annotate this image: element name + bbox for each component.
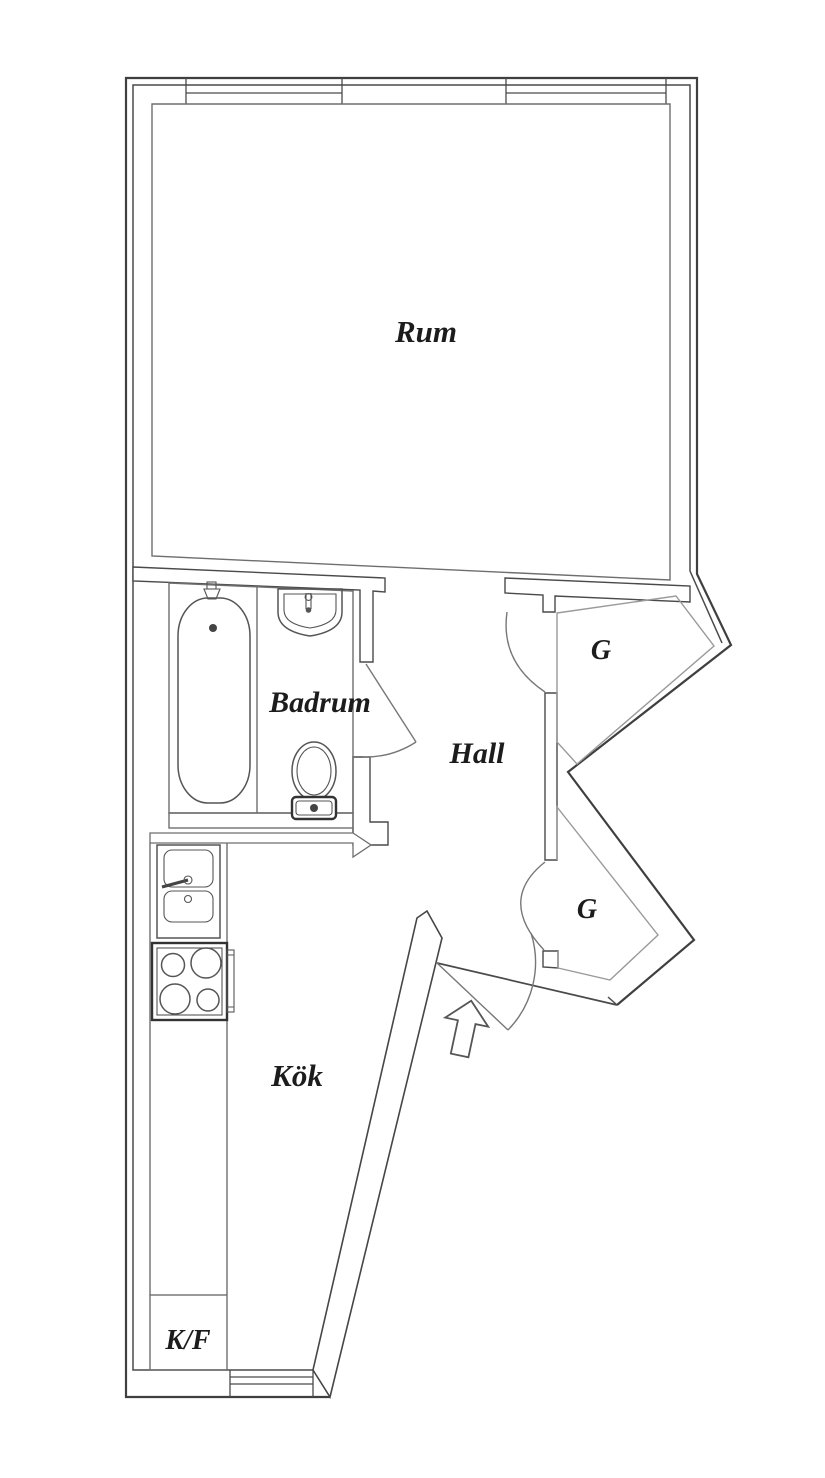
closet-lower-door-arc — [520, 861, 546, 951]
entry-threshold — [436, 962, 618, 1006]
entry-door-leaf — [436, 962, 509, 1031]
interior-walls — [132, 566, 691, 1400]
badrum-door-leaf — [365, 663, 417, 743]
closet-upper-outline — [556, 595, 715, 765]
badrum-door-arc — [362, 741, 417, 758]
toilet — [290, 741, 338, 821]
doors — [362, 611, 618, 1031]
basin-drain — [305, 607, 312, 613]
room-labels: Rum Badrum Hall G G Kök K/F — [164, 314, 611, 1356]
top-windows — [185, 78, 667, 104]
bathtub — [177, 581, 251, 804]
wall-badrum-east — [352, 756, 389, 846]
wall-rum-badrum — [132, 566, 386, 663]
stove — [150, 941, 235, 1022]
entry-door-arc — [507, 932, 537, 1031]
outer-wall-endcap — [607, 996, 618, 1006]
entry-arrow-icon — [442, 999, 491, 1059]
toilet-button — [310, 804, 318, 812]
closet-lower-outline — [556, 804, 659, 981]
wall-kitchen-diagonal — [312, 909, 443, 1400]
outer-wall-inner-face — [132, 84, 723, 1371]
label-rum: Rum — [394, 314, 457, 349]
label-kok: Kök — [270, 1058, 323, 1093]
closet-upper-door-arc — [505, 611, 546, 693]
kitchen-counter — [149, 843, 228, 1295]
wall-rum-closet — [504, 577, 691, 613]
kitchen-sink — [156, 844, 221, 939]
badrum-room — [168, 581, 354, 829]
outer-wall — [124, 76, 733, 1399]
label-g-lower: G — [577, 894, 597, 925]
label-hall: Hall — [448, 737, 505, 770]
bathtub-drain — [209, 624, 217, 632]
bottom-window-jambs — [229, 1370, 314, 1397]
bottom-window-glazing — [230, 1376, 313, 1385]
bottom-window — [229, 1370, 314, 1397]
badrum-bottom-wall — [168, 812, 354, 829]
wall-hall-closets — [544, 692, 558, 861]
label-kf: K/F — [164, 1325, 210, 1356]
rum-floor-outline — [151, 103, 671, 581]
kitchen — [149, 832, 373, 1371]
window-jambs — [185, 78, 667, 104]
label-badrum: Badrum — [268, 686, 371, 719]
label-g-upper: G — [591, 635, 611, 666]
outer-wall-edge — [124, 76, 733, 1399]
wash-basin — [277, 588, 343, 637]
fridge-freezer-box — [149, 1294, 228, 1371]
jamb-entry — [542, 950, 559, 969]
closets — [556, 595, 715, 981]
